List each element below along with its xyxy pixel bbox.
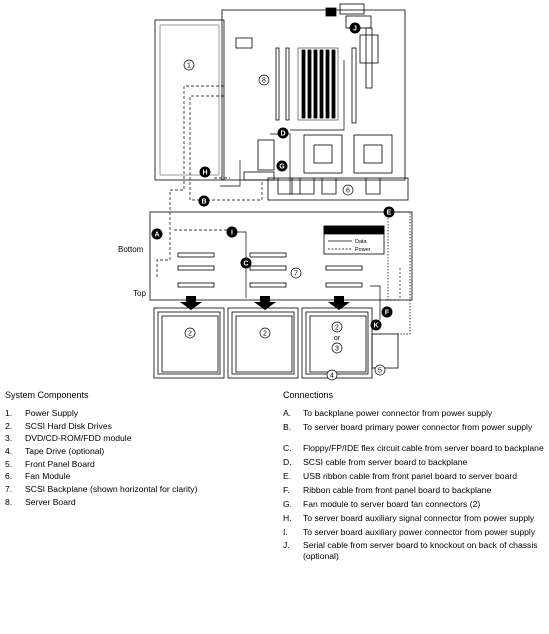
letter-f-text: F — [385, 310, 390, 317]
list-item: H.To server board auxiliary signal conne… — [283, 512, 535, 523]
letter-k — [370, 319, 382, 331]
drive-bay-2 — [227, 307, 299, 379]
server-board — [221, 9, 406, 181]
callout-3 — [331, 342, 343, 354]
list-item: C.Floppy/FP/IDE flex circuit cable from … — [283, 443, 544, 454]
callout-6 — [342, 184, 354, 196]
key-data-label: Data — [355, 239, 368, 245]
drive-label-or: or — [334, 335, 341, 342]
callout-2c — [331, 321, 343, 333]
letter-k-text: K — [373, 323, 378, 330]
drive-label-3: 2 — [335, 325, 339, 332]
letter-h-text: H — [202, 170, 207, 177]
callout-5-text: 5 — [378, 368, 382, 375]
list-item: 6.Fan Module — [5, 471, 71, 482]
callout-1-text: 1 — [187, 63, 191, 70]
bottom-label: Bottom — [118, 245, 144, 254]
processor-1 — [303, 134, 343, 174]
drive-label-1: 2 — [188, 331, 192, 338]
callout-4-text: 4 — [330, 373, 334, 380]
letter-f — [381, 306, 393, 318]
letter-a-text: A — [154, 232, 159, 239]
letter-i — [226, 226, 238, 238]
list-item: E.USB ribbon cable from front panel boar… — [283, 470, 518, 481]
list-item: 1.Power Supply — [5, 408, 79, 418]
drive-label-2: 2 — [263, 331, 267, 338]
components-heading: System Components — [5, 390, 89, 400]
power-supply — [154, 19, 225, 181]
callout-4 — [326, 369, 338, 381]
scsi-backplane — [149, 211, 413, 301]
letter-g-text: G — [279, 164, 285, 171]
list-item: 7.SCSI Backplane (shown horizontal for c… — [5, 484, 198, 495]
list-item: 2.SCSI Hard Disk Drives — [5, 420, 112, 431]
list-item: 3.DVD/CD-ROM/FDD module — [5, 433, 132, 444]
letter-d-text: D — [280, 131, 285, 138]
letter-g — [276, 160, 288, 172]
front-panel-board — [371, 333, 399, 369]
letter-b-text: B — [201, 199, 206, 206]
list-item: A.To backplane power connector from powe… — [283, 408, 493, 418]
components-list: 1.Power Supply 2.SCSI Hard Disk Drives 3… — [5, 408, 245, 510]
drive-label-4: 3 — [335, 346, 339, 353]
letter-a — [151, 228, 163, 240]
key-lines — [328, 240, 352, 250]
callout-2b — [259, 327, 271, 339]
letter-i-text: I — [231, 230, 233, 237]
letter-j — [349, 22, 361, 34]
connections-heading: Connections — [283, 390, 334, 400]
callout-8 — [258, 74, 270, 86]
letter-e — [383, 206, 395, 218]
letter-b — [198, 195, 210, 207]
list-item: D.SCSI cable from server board to backpl… — [283, 457, 468, 468]
callout-7 — [290, 267, 302, 279]
list-item: 8.Server Board — [5, 496, 76, 507]
list-item: B.To server board primary power connecto… — [283, 421, 533, 432]
callout-1 — [183, 59, 195, 71]
list-item: 4.Tape Drive (optional) — [5, 446, 105, 457]
drive-bay-1 — [153, 307, 225, 379]
list-item: F.Ribbon cable from front panel board to… — [283, 484, 492, 495]
letter-c-text: C — [243, 261, 248, 268]
callout-5 — [374, 364, 386, 376]
system-cabling-diagram: 1 2 2 2 or 3 4 5 6 7 8 A B C D E F G H I… — [118, 3, 413, 381]
processor-2 — [353, 134, 393, 174]
callout-7-text: 7 — [294, 271, 298, 278]
letter-h — [199, 166, 211, 178]
callout-8-text: 8 — [262, 78, 266, 85]
letter-e-text: E — [387, 210, 392, 217]
letter-d — [277, 127, 289, 139]
letter-j-text: J — [353, 26, 357, 33]
list-item: 5.Front Panel Board — [5, 458, 95, 469]
fan-module — [267, 177, 409, 201]
connections-list: A.To backplane power connector from powe… — [283, 408, 545, 565]
callout-6-text: 6 — [346, 188, 350, 195]
list-item: J.Serial cable from server board to knoc… — [283, 540, 538, 561]
key-power-label: Power — [355, 247, 371, 253]
list-item: G.Fan module to server board fan connect… — [283, 498, 481, 509]
letter-c — [240, 257, 252, 269]
callout-2a — [184, 327, 196, 339]
list-item: I.To server board auxiliary power connec… — [283, 526, 536, 537]
top-label: Top — [133, 289, 146, 298]
